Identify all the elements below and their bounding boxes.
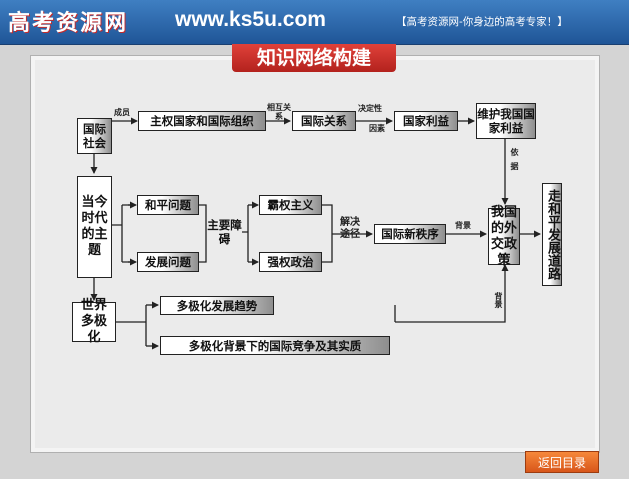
- label-decisive: 决定性: [358, 103, 382, 113]
- site-banner: 高考资源网 www.ks5u.com 【高考资源网-你身边的高考专家！】: [0, 0, 629, 45]
- node-national-interest: 国家利益: [394, 111, 458, 131]
- label-background-2: 背景: [494, 292, 504, 308]
- back-to-contents-button[interactable]: 返回目录: [525, 451, 599, 473]
- node-theme-of-era: 当今时代的主题: [77, 176, 112, 278]
- label-solution: 解决途径: [340, 217, 360, 240]
- label-mutual: 相互关系: [267, 102, 291, 121]
- label-background-1: 背景: [455, 220, 471, 230]
- node-development: 发展问题: [137, 252, 199, 272]
- label-member: 成员: [114, 107, 130, 117]
- label-factor: 因素: [369, 123, 385, 133]
- node-new-order: 国际新秩序: [374, 224, 446, 244]
- node-maintain-interest: 维护我国国家利益: [476, 103, 536, 139]
- node-international-relations: 国际关系: [292, 111, 356, 131]
- page-title: 知识网络构建: [232, 44, 396, 72]
- site-slogan: 【高考资源网-你身边的高考专家！】: [396, 16, 568, 28]
- site-url[interactable]: www.ks5u.com: [175, 8, 326, 31]
- node-peace: 和平问题: [137, 195, 199, 215]
- site-logo: 高考资源网: [8, 10, 129, 36]
- node-main-obstacles: 主要障碍: [207, 218, 242, 246]
- node-multipolar-world: 世界多极化: [72, 298, 116, 345]
- node-competition: 多极化背景下的国际竞争及其实质: [160, 336, 390, 355]
- node-international-society: 国际社会: [77, 118, 112, 154]
- node-multipolar-trend: 多极化发展趋势: [160, 296, 274, 315]
- node-hegemonism: 霸权主义: [259, 195, 322, 215]
- node-foreign-policy: 我国的外交政策: [488, 205, 520, 268]
- node-power-politics: 强权政治: [259, 252, 322, 272]
- node-sovereign-states: 主权国家和国际组织: [138, 111, 266, 131]
- node-peaceful-path: 走和平发展道路: [542, 183, 562, 286]
- label-basis: 依据: [510, 148, 520, 176]
